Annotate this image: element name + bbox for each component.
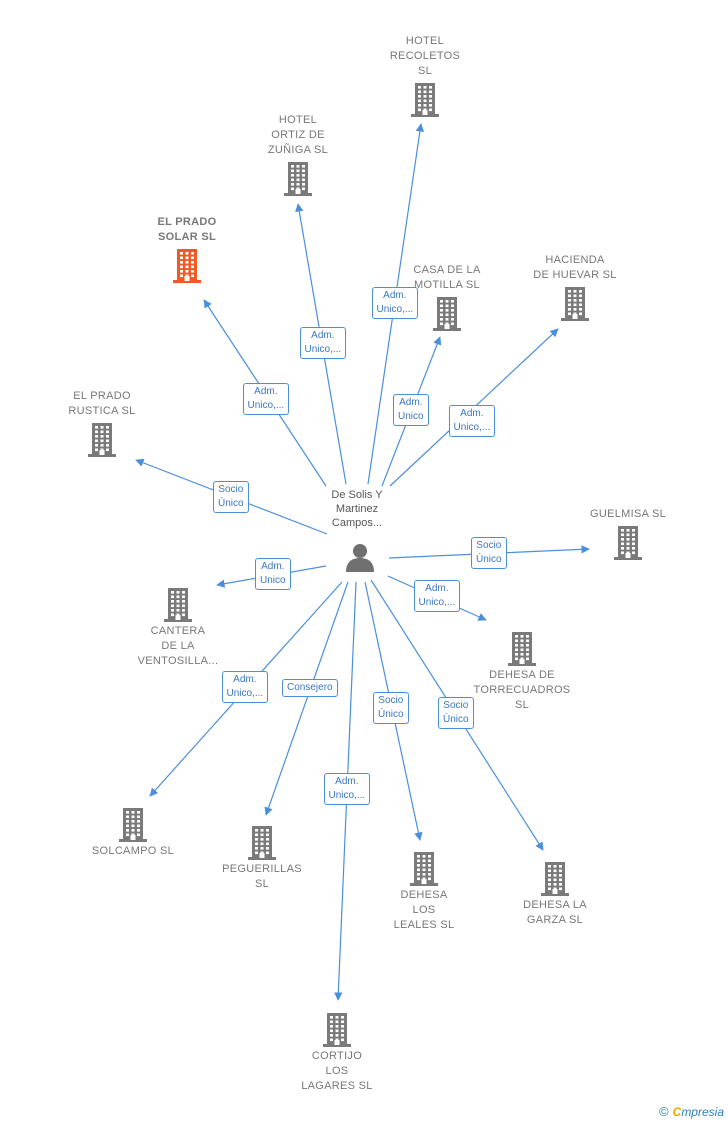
company-node-el-prado-rustica[interactable]: EL PRADO RUSTICA SL xyxy=(32,389,172,459)
person-icon[interactable] xyxy=(344,541,376,573)
company-name[interactable]: DEHESA LOS LEALES SL xyxy=(393,889,455,931)
edge-label-dehesa-torrecuadros[interactable]: Adm. Unico,... xyxy=(413,580,461,612)
company-name[interactable]: EL PRADO SOLAR SL xyxy=(157,216,217,243)
company-name[interactable]: EL PRADO RUSTICA SL xyxy=(68,390,136,417)
company-node-guelmisa[interactable]: GUELMISA SL xyxy=(558,507,698,562)
edge-label-peguerillas[interactable]: Consejero xyxy=(282,679,338,697)
edge-label-el-prado-solar[interactable]: Adm. Unico,... xyxy=(242,383,290,415)
company-name[interactable]: PEGUERILLAS SL xyxy=(222,863,302,890)
edge-label-casa-motilla[interactable]: Adm. Unico xyxy=(393,394,429,426)
company-node-cortijo-lagares[interactable]: CORTIJO LOS LAGARES SL xyxy=(267,1009,407,1094)
building-icon xyxy=(614,526,642,560)
building-icon xyxy=(119,808,147,842)
building-icon xyxy=(248,826,276,860)
building-icon xyxy=(411,83,439,117)
building-icon xyxy=(284,162,312,196)
edge-label-guelmisa[interactable]: Socio Único xyxy=(471,537,507,569)
company-name[interactable]: GUELMISA SL xyxy=(589,508,667,520)
edge-label-cortijo-lagares[interactable]: Adm. Unico,... xyxy=(323,773,371,805)
edge-label-dehesa-leales[interactable]: Socio Único xyxy=(373,692,409,724)
company-node-el-prado-solar[interactable]: EL PRADO SOLAR SL xyxy=(117,215,257,285)
company-name[interactable]: CASA DE LA MOTILLA SL xyxy=(413,264,481,291)
building-icon xyxy=(173,249,201,283)
company-name[interactable]: CANTERA DE LA VENTOSILLA... xyxy=(137,625,219,667)
edge-label-solcampo[interactable]: Adm. Unico,... xyxy=(221,671,269,703)
company-name[interactable]: CORTIJO LOS LAGARES SL xyxy=(301,1050,373,1092)
building-icon xyxy=(433,297,461,331)
building-icon xyxy=(508,632,536,666)
company-name[interactable]: SOLCAMPO SL xyxy=(91,845,175,857)
edge-label-el-prado-rustica[interactable]: Socio Único xyxy=(213,481,249,513)
building-icon xyxy=(88,423,116,457)
building-icon xyxy=(164,588,192,622)
company-node-casa-motilla[interactable]: CASA DE LA MOTILLA SL xyxy=(377,263,517,333)
company-name[interactable]: HOTEL ORTIZ DE ZUÑIGA SL xyxy=(267,114,329,156)
company-node-hacienda-huevar[interactable]: HACIENDA DE HUEVAR SL xyxy=(505,253,645,323)
brand-logo-initial: C xyxy=(672,1105,682,1119)
company-name[interactable]: DEHESA DE TORRECUADROS SL xyxy=(473,669,571,711)
company-node-dehesa-torrecuadros[interactable]: DEHESA DE TORRECUADROS SL xyxy=(452,628,592,713)
edge-label-cantera-ventosilla[interactable]: Adm. Unico xyxy=(255,558,291,590)
copyright-symbol: © xyxy=(659,1104,669,1119)
edge-label-dehesa-garza[interactable]: Socio Único xyxy=(438,697,474,729)
company-node-solcampo[interactable]: SOLCAMPO SL xyxy=(63,804,203,859)
edge-label-hotel-ortiz[interactable]: Adm. Unico,... xyxy=(299,327,347,359)
company-node-peguerillas[interactable]: PEGUERILLAS SL xyxy=(192,822,332,892)
company-name[interactable]: HOTEL RECOLETOS SL xyxy=(389,35,461,77)
edge-peguerillas xyxy=(264,581,349,816)
company-name[interactable]: DEHESA LA GARZA SL xyxy=(523,899,587,926)
brand-logo-text: mpresia xyxy=(681,1105,724,1119)
company-node-dehesa-leales[interactable]: DEHESA LOS LEALES SL xyxy=(354,848,494,933)
building-icon xyxy=(541,862,569,896)
center-person-name[interactable]: De Solis Y Martinez Campos... xyxy=(331,489,383,529)
company-name[interactable]: HACIENDA DE HUEVAR SL xyxy=(533,254,617,281)
building-icon xyxy=(323,1013,351,1047)
company-node-hotel-recoletos[interactable]: HOTEL RECOLETOS SL xyxy=(355,34,495,119)
edge-label-hacienda-huevar[interactable]: Adm. Unico,... xyxy=(448,405,496,437)
company-node-cantera-ventosilla[interactable]: CANTERA DE LA VENTOSILLA... xyxy=(108,584,248,669)
edge-label-hotel-recoletos[interactable]: Adm. Unico,... xyxy=(371,287,419,319)
footer-brand: ©Cmpresia xyxy=(659,1104,724,1119)
building-icon xyxy=(410,852,438,886)
company-node-dehesa-garza[interactable]: DEHESA LA GARZA SL xyxy=(485,858,625,928)
company-node-hotel-ortiz[interactable]: HOTEL ORTIZ DE ZUÑIGA SL xyxy=(228,113,368,198)
building-icon xyxy=(561,287,589,321)
